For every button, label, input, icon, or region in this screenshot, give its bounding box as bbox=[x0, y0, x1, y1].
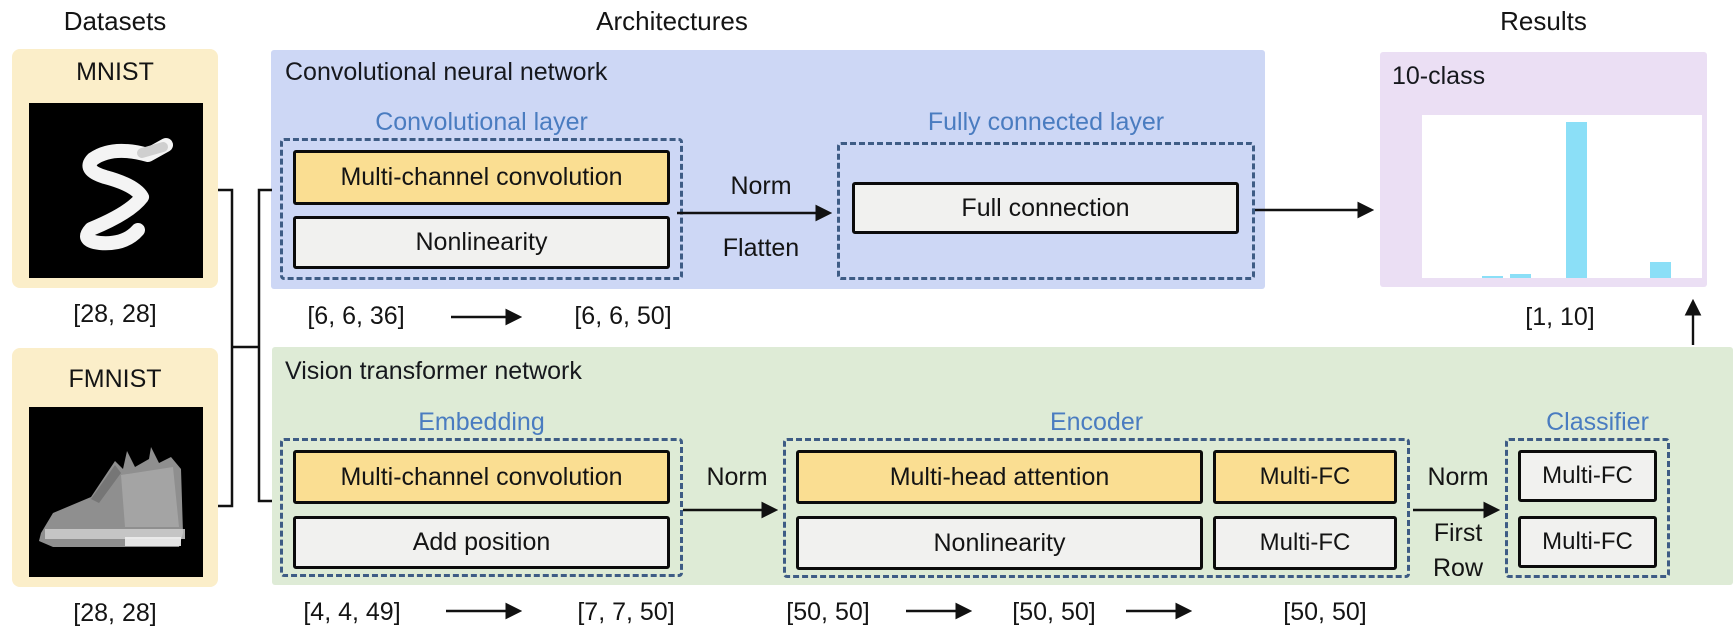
bar-slot-class-3 bbox=[1478, 115, 1506, 278]
classifier-label: Classifier bbox=[1546, 408, 1649, 436]
vit-dim-5: [50, 50] bbox=[1283, 598, 1367, 626]
vit-norm2-label: Norm bbox=[1427, 463, 1489, 491]
bar-slot-class-9 bbox=[1646, 115, 1674, 278]
vit-nonlinearity-box: Nonlinearity bbox=[796, 516, 1203, 570]
classifier-group: Multi-FC Multi-FC bbox=[1505, 438, 1670, 578]
probability-bar bbox=[1481, 276, 1503, 278]
bar-slot-class-4 bbox=[1506, 115, 1534, 278]
vit-dim-4: [50, 50] bbox=[1012, 598, 1096, 626]
conv-layer-label: Convolutional layer bbox=[375, 108, 588, 136]
cnn-title: Convolutional neural network bbox=[285, 58, 608, 86]
results-class-label: 10-class bbox=[1392, 62, 1486, 90]
vit-conv-box: Multi-channel convolution bbox=[293, 450, 670, 504]
vit-dim-1: [4, 4, 49] bbox=[303, 598, 401, 626]
probability-bar bbox=[1649, 261, 1671, 278]
mnist-shape-label: [28, 28] bbox=[73, 300, 157, 328]
bar-slot-class-6 bbox=[1562, 115, 1590, 278]
cnn-dim-out: [6, 6, 50] bbox=[574, 302, 672, 330]
mnist-dataset-panel: MNIST bbox=[12, 49, 218, 288]
architectures-header: Architectures bbox=[596, 6, 748, 36]
bar-slot-class-2 bbox=[1450, 115, 1478, 278]
vit-first-label: First bbox=[1433, 519, 1483, 547]
mnist-label: MNIST bbox=[76, 58, 154, 86]
dataset-merge-line bbox=[218, 188, 234, 508]
mnist-digit-5-glyph bbox=[29, 103, 203, 278]
results-shape-label: [1, 10] bbox=[1525, 303, 1595, 331]
encoder-group: Multi-head attention Multi-FC Nonlineari… bbox=[783, 438, 1410, 578]
fmnist-dataset-panel: FMNIST bbox=[12, 348, 218, 587]
bar-slot-class-7 bbox=[1590, 115, 1618, 278]
cnn-nonlinearity-box: Nonlinearity bbox=[293, 216, 670, 269]
fc-layer-label: Fully connected layer bbox=[927, 108, 1165, 136]
vit-panel: Vision transformer network Embedding Mul… bbox=[272, 347, 1733, 585]
bar-slot-class-5 bbox=[1534, 115, 1562, 278]
results-bar-chart bbox=[1422, 115, 1702, 278]
dataset-branch-lines bbox=[218, 188, 272, 508]
cnn-dim-in: [6, 6, 36] bbox=[307, 302, 405, 330]
fc-layer-group: Full connection bbox=[837, 142, 1255, 280]
vit-title: Vision transformer network bbox=[285, 357, 582, 385]
vit-classifier-multifc-bottom-box: Multi-FC bbox=[1518, 516, 1657, 568]
embedding-label: Embedding bbox=[418, 408, 545, 436]
vit-encoder-multifc-bottom-box: Multi-FC bbox=[1213, 516, 1397, 570]
cnn-norm-label: Norm bbox=[730, 172, 792, 200]
cnn-conv-box: Multi-channel convolution bbox=[293, 150, 670, 205]
bar-slot-class-10 bbox=[1674, 115, 1702, 278]
bar-slot-class-1 bbox=[1422, 115, 1450, 278]
vit-dim-3: [50, 50] bbox=[786, 598, 870, 626]
vit-norm1-label: Norm bbox=[706, 463, 768, 491]
bar-slot-class-8 bbox=[1618, 115, 1646, 278]
vit-encoder-multifc-top-box: Multi-FC bbox=[1213, 450, 1397, 504]
vit-attention-box: Multi-head attention bbox=[796, 450, 1203, 504]
vit-add-position-box: Add position bbox=[293, 516, 670, 569]
cnn-full-connection-box: Full connection bbox=[852, 182, 1239, 234]
fmnist-boot-glyph bbox=[29, 407, 203, 577]
vit-dim-2: [7, 7, 50] bbox=[577, 598, 675, 626]
cnn-panel: Convolutional neural network Convolution… bbox=[271, 50, 1265, 289]
cnn-flatten-label: Flatten bbox=[722, 234, 800, 262]
results-panel: 10-class bbox=[1380, 52, 1707, 287]
fmnist-label: FMNIST bbox=[68, 365, 162, 393]
mnist-digit-image bbox=[29, 103, 203, 278]
encoder-label: Encoder bbox=[1049, 408, 1144, 436]
probability-bar bbox=[1565, 121, 1587, 278]
results-header: Results bbox=[1500, 6, 1587, 36]
probability-bar bbox=[1509, 273, 1531, 278]
vit-row-label: Row bbox=[1432, 554, 1483, 582]
fmnist-shape-label: [28, 28] bbox=[73, 599, 157, 627]
datasets-header: Datasets bbox=[63, 6, 167, 36]
fmnist-boot-image bbox=[29, 407, 203, 577]
vit-classifier-multifc-top-box: Multi-FC bbox=[1518, 450, 1657, 502]
conv-layer-group: Multi-channel convolution Nonlinearity bbox=[280, 138, 683, 280]
embedding-group: Multi-channel convolution Add position bbox=[280, 438, 683, 577]
